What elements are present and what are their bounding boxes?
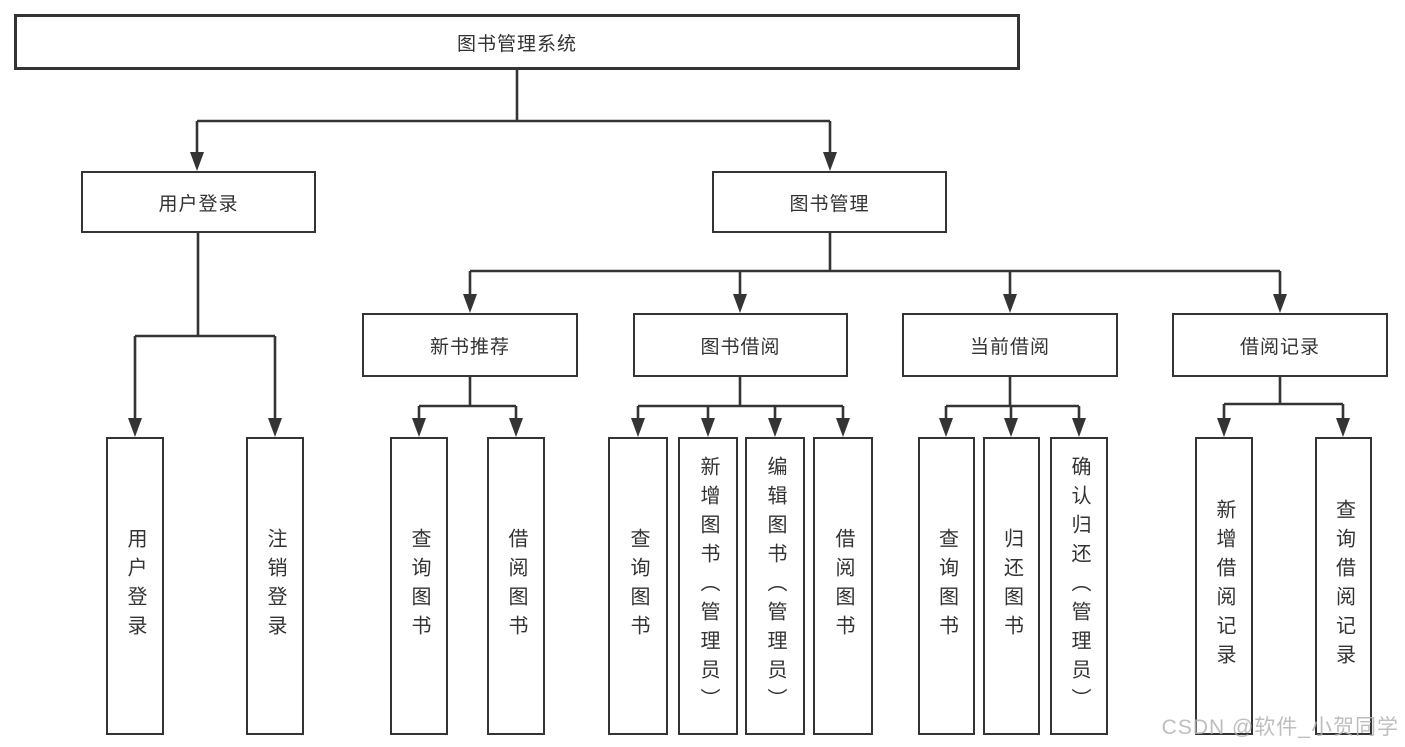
node-label: 图书借阅 xyxy=(700,336,781,358)
node-leaf-confirm-return-admin: 确认归还（管理员） xyxy=(1050,437,1108,735)
arrowhead-icon xyxy=(1336,418,1350,437)
arrowhead-icon xyxy=(509,418,523,437)
arrowhead-icon xyxy=(631,418,645,437)
node-label: 新增图书（管理员） xyxy=(697,455,719,717)
arrowhead-icon xyxy=(1273,294,1287,313)
arrowhead-icon xyxy=(939,418,953,437)
node-label: 注销登录 xyxy=(264,528,286,644)
node-label: 图书管理 xyxy=(789,193,870,215)
node-leaf-borrow-books: 借阅图书 xyxy=(813,437,873,735)
arrowhead-icon xyxy=(1217,418,1231,437)
arrowhead-icon xyxy=(1003,294,1017,313)
arrowhead-icon xyxy=(412,418,426,437)
node-leaf-query-borrow-record: 查询借阅记录 xyxy=(1315,437,1372,735)
arrowhead-icon xyxy=(1072,418,1086,437)
node-label: 查询图书 xyxy=(935,528,958,644)
arrowhead-icon xyxy=(190,152,204,171)
node-label: 新书推荐 xyxy=(429,336,510,358)
node-leaf-user-login: 用户登录 xyxy=(106,437,164,735)
arrowhead-icon xyxy=(268,418,282,437)
arrowhead-icon xyxy=(701,418,715,437)
node-label: 确认归还（管理员） xyxy=(1068,455,1090,717)
node-root: 图书管理系统 xyxy=(14,14,1020,70)
connector-borrow-records-to-leaves xyxy=(1217,377,1350,437)
node-user-login: 用户登录 xyxy=(81,171,316,233)
arrowhead-icon xyxy=(768,418,782,437)
node-leaf-add-books-admin: 新增图书（管理员） xyxy=(678,437,738,735)
node-label: 图书管理系统 xyxy=(456,33,577,55)
node-leaf-query-books-rec: 查询图书 xyxy=(390,437,448,735)
connector-root-to-level2 xyxy=(190,70,837,171)
arrowhead-icon xyxy=(1004,418,1018,437)
node-label: 新增借阅记录 xyxy=(1213,499,1235,673)
node-label: 借阅记录 xyxy=(1239,336,1320,358)
connector-user-login-to-leaves xyxy=(128,233,282,437)
node-leaf-logout: 注销登录 xyxy=(246,437,304,735)
node-current-borrow: 当前借阅 xyxy=(902,313,1118,377)
connector-book-mgmt-to-level3 xyxy=(463,233,1287,313)
node-label: 借阅图书 xyxy=(505,528,527,644)
connector-new-book-rec-to-leaves xyxy=(412,377,523,437)
node-new-book-rec: 新书推荐 xyxy=(362,313,578,377)
node-leaf-add-borrow-record: 新增借阅记录 xyxy=(1195,437,1253,735)
csdn-watermark: CSDN @软件_小贺同学 xyxy=(1161,716,1399,739)
arrowhead-icon xyxy=(463,294,477,313)
node-leaf-borrow-books-rec: 借阅图书 xyxy=(487,437,545,735)
node-label: 用户登录 xyxy=(124,528,146,644)
arrowhead-icon xyxy=(836,418,850,437)
arrowhead-icon xyxy=(823,152,837,171)
connector-current-borrow-to-leaves xyxy=(939,377,1086,437)
node-label: 用户登录 xyxy=(158,193,239,215)
node-leaf-edit-books-admin: 编辑图书（管理员） xyxy=(745,437,805,735)
node-leaf-query-books: 查询图书 xyxy=(608,437,668,735)
node-leaf-return-books: 归还图书 xyxy=(983,437,1040,735)
arrowhead-icon xyxy=(128,418,142,437)
node-label: 查询图书 xyxy=(627,528,649,644)
node-label: 查询借阅记录 xyxy=(1332,499,1355,673)
node-label: 查询图书 xyxy=(408,528,430,644)
connector-book-borrow-to-leaves xyxy=(631,377,850,437)
node-leaf-query-books-current: 查询图书 xyxy=(918,437,975,735)
node-borrow-records: 借阅记录 xyxy=(1172,313,1388,377)
node-label: 借阅图书 xyxy=(832,528,854,644)
node-book-mgmt: 图书管理 xyxy=(712,171,947,233)
arrowhead-icon xyxy=(733,294,747,313)
node-label: 归还图书 xyxy=(1000,528,1023,644)
node-book-borrow: 图书借阅 xyxy=(633,313,848,377)
node-label: 当前借阅 xyxy=(969,336,1050,358)
node-label: 编辑图书（管理员） xyxy=(764,455,786,717)
